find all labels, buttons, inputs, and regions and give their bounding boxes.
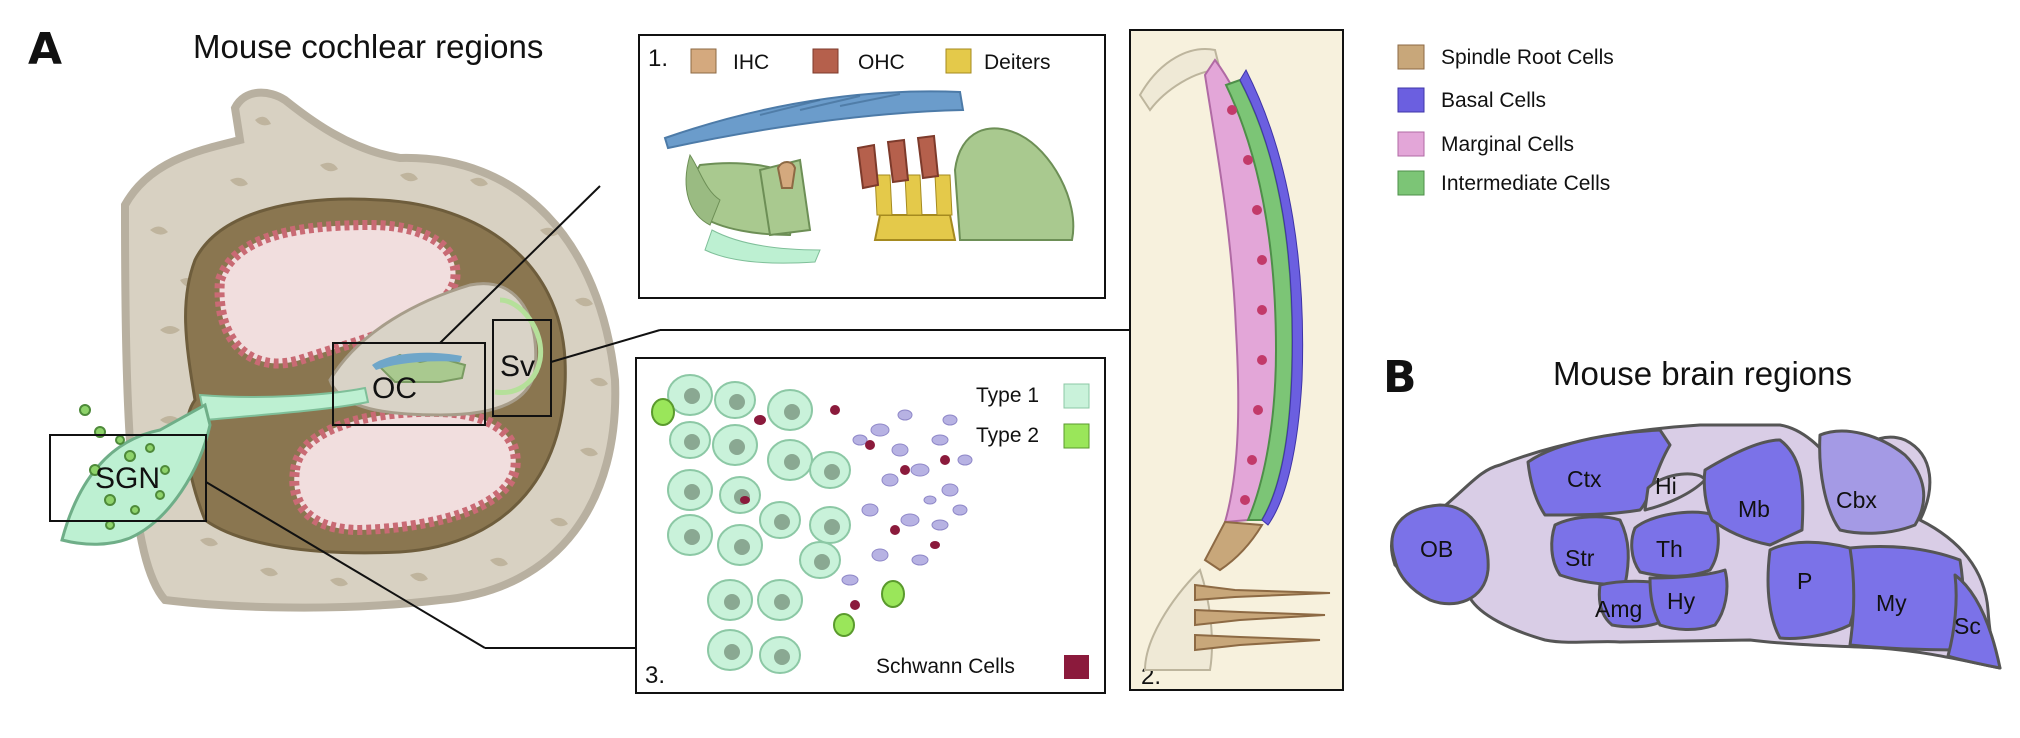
neuron-nuclei: [684, 388, 840, 665]
type-2-neurons: [651, 398, 905, 637]
stria-outline: [494, 297, 544, 396]
basal-swatch: [1397, 87, 1425, 113]
panel-b-letter: B: [1383, 352, 1417, 403]
label-hi: Hi: [1655, 473, 1677, 499]
sgn-label: SGN: [95, 462, 160, 495]
marginal-label: Marginal Cells: [1441, 133, 1574, 156]
basal-cell-layer: [1239, 68, 1304, 526]
region-th: [1630, 510, 1720, 578]
ohc-swatch: [812, 48, 839, 74]
brain-region-labels: OB Ctx Hi Str Th Mb Cbx Amg Hy P My Sc: [1420, 466, 1981, 639]
label-th: Th: [1656, 536, 1683, 562]
label-sc: Sc: [1954, 613, 1981, 639]
organ-of-corti-illustration: [663, 90, 1075, 264]
deiters-label: Deiters: [984, 51, 1051, 74]
sv-label: Sv: [500, 350, 535, 383]
scala-vestibuli: [214, 219, 461, 369]
ohc-label: OHC: [858, 51, 905, 74]
deiters-swatch: [945, 48, 972, 74]
schwann-swatch: [1064, 655, 1089, 679]
type-2-label: Type 2: [976, 424, 1039, 447]
oc-box: [332, 342, 486, 426]
nerve-fibers: [704, 229, 821, 264]
sgn-connector-a: [205, 481, 486, 649]
region-mb: [1702, 438, 1805, 547]
region-sc: [1946, 573, 2002, 670]
spindle-root-swatch: [1397, 44, 1425, 70]
type-1-label: Type 1: [976, 384, 1039, 407]
auditory-nerve: [198, 386, 370, 422]
ihc-label: IHC: [733, 51, 769, 74]
basal-label: Basal Cells: [1441, 89, 1546, 112]
sv-box: [492, 319, 552, 417]
label-my: My: [1876, 590, 1907, 616]
sgn-box: [49, 434, 207, 522]
inset-3-number: 3.: [645, 662, 665, 689]
label-cbx: Cbx: [1836, 487, 1877, 513]
inset-3-legend: Type 1 Type 2 Schwann Cells: [876, 383, 1090, 679]
stria-legend: Spindle Root Cells Basal Cells Marginal …: [1397, 44, 1614, 196]
spindle-root-upper: [1203, 520, 1264, 572]
deiters-stalk-1: [874, 174, 893, 216]
type-2-swatch: [1063, 423, 1090, 449]
region-ob: [1390, 503, 1490, 606]
region-hy: [1648, 568, 1729, 631]
ihc-cell: [776, 161, 797, 189]
panel-a-title: Mouse cochlear regions: [193, 28, 543, 65]
inset-1-legend: IHC OHC Deiters: [690, 48, 1051, 74]
schwann-cell-nuclei: [740, 405, 950, 610]
deiters-stalk-3: [934, 174, 953, 216]
limbus: [685, 153, 721, 226]
spiral-ganglion-illustration: [651, 374, 973, 674]
intermediate-swatch: [1397, 170, 1425, 196]
ganglion-cells: [79, 404, 170, 530]
nerve-fiber-field: [841, 409, 973, 586]
spindle-root-label: Spindle Root Cells: [1441, 46, 1614, 69]
tm-stripes: [759, 93, 901, 116]
sv-connector-a: [550, 329, 661, 363]
oc-label: OC: [372, 372, 417, 405]
label-mb: Mb: [1738, 496, 1770, 522]
region-ctx: [1526, 428, 1672, 517]
type-1-swatch: [1063, 383, 1090, 409]
stria-vascularis-illustration: [1138, 48, 1331, 671]
tectorial-membrane-large: [663, 90, 965, 150]
label-str: Str: [1565, 545, 1595, 571]
ohc-cell-1: [856, 143, 880, 190]
intermediate-label: Intermediate Cells: [1441, 172, 1610, 195]
ihc-swatch: [690, 48, 717, 74]
region-cbx: [1818, 429, 1926, 535]
label-hy: Hy: [1667, 588, 1696, 614]
marginal-swatch: [1397, 131, 1425, 157]
inset-1-number: 1.: [648, 45, 668, 72]
label-p: P: [1797, 568, 1812, 594]
region-p: [1766, 540, 1859, 640]
schwann-label: Schwann Cells: [876, 655, 1015, 678]
label-ctx: Ctx: [1567, 466, 1602, 492]
panel-a-letter: A: [28, 24, 62, 75]
ohc-cell-3: [916, 134, 940, 180]
label-ob: OB: [1420, 536, 1453, 562]
deiters-cells: [873, 214, 957, 241]
scala-tympani: [289, 406, 521, 536]
label-amg: Amg: [1595, 596, 1642, 622]
hensen-cells: [953, 127, 1075, 241]
deiters-stalk-2: [904, 174, 923, 216]
panel-b-title: Mouse brain regions: [1553, 355, 1852, 392]
oc-connector: [439, 185, 601, 344]
root-cells: [1194, 583, 1331, 652]
tectorial-membrane: [372, 352, 462, 370]
marginal-nuclei: [1227, 105, 1267, 505]
ohc-cell-2: [886, 138, 910, 184]
cochlea-illustration: [60, 88, 620, 612]
brain-illustration: [1390, 423, 2002, 670]
